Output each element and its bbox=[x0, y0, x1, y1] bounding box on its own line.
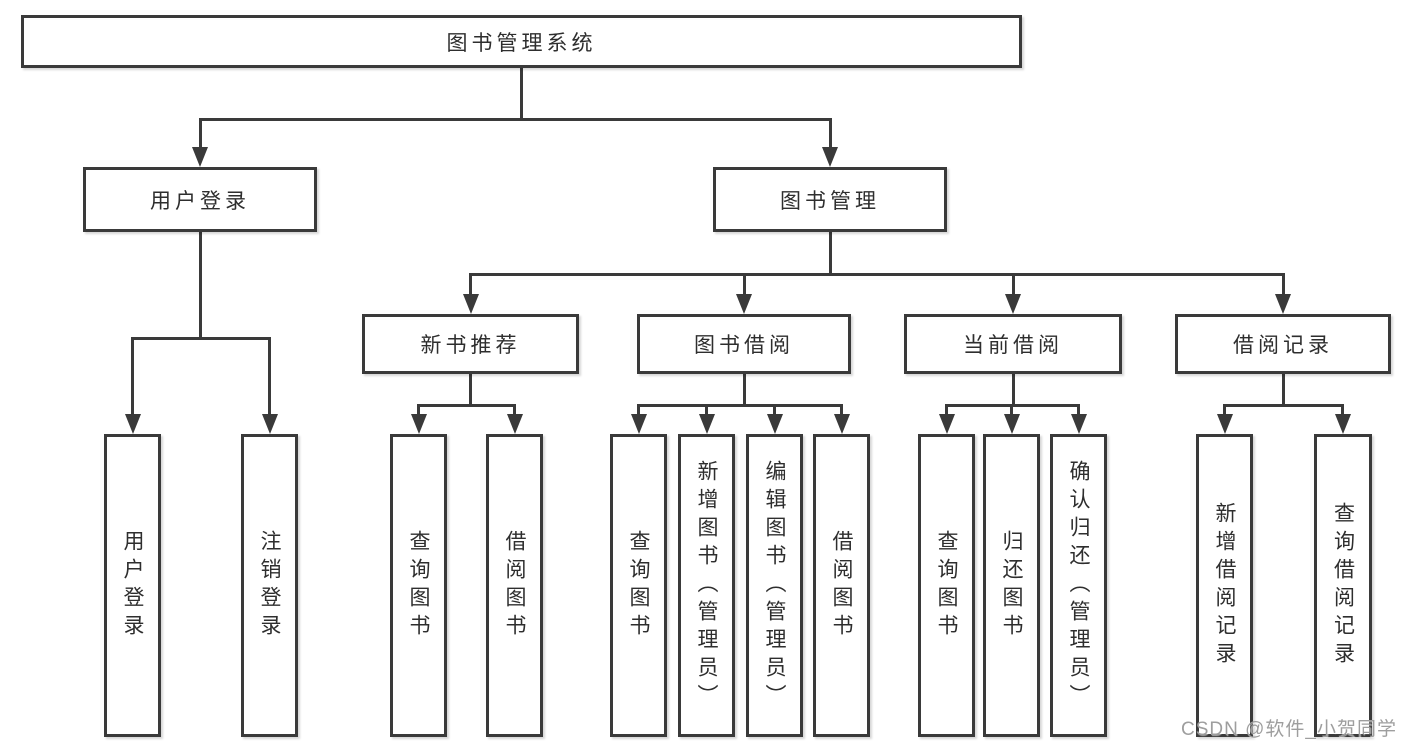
connector-book-borrow-stem bbox=[743, 374, 746, 406]
connector-drop-user-login bbox=[199, 118, 202, 150]
connector-drop-leaf bbox=[1077, 404, 1080, 418]
node-label: 图书管理 bbox=[780, 189, 880, 213]
arrow-down-icon bbox=[192, 147, 208, 167]
leaf-label: 借阅图书 bbox=[503, 529, 526, 642]
leaf-query-books: 查询图书 bbox=[918, 434, 975, 737]
leaf-confirm-return-admin: 确认归还（管理员） bbox=[1050, 434, 1107, 737]
connector-borrow-records-stem bbox=[1282, 374, 1285, 406]
leaf-label: 新增借阅记录 bbox=[1213, 501, 1236, 670]
leaf-label: 注销登录 bbox=[258, 529, 281, 642]
connector-borrow-records-bus bbox=[1223, 404, 1344, 407]
connector-drop-leaf bbox=[268, 337, 271, 416]
leaf-add-borrow-record: 新增借阅记录 bbox=[1196, 434, 1253, 737]
arrow-down-icon bbox=[822, 147, 838, 167]
leaf-borrow-books: 借阅图书 bbox=[486, 434, 543, 737]
node-label: 新书推荐 bbox=[420, 334, 521, 357]
arrow-down-icon bbox=[699, 414, 715, 434]
leaf-logout: 注销登录 bbox=[241, 434, 298, 737]
arrow-down-icon bbox=[1275, 294, 1291, 314]
leaf-query-books: 查询图书 bbox=[390, 434, 447, 737]
connector-drop-leaf bbox=[1341, 404, 1344, 418]
leaf-query-books: 查询图书 bbox=[610, 434, 667, 737]
connector-drop-leaf bbox=[1223, 404, 1226, 418]
connector-user-login-stem bbox=[199, 232, 202, 338]
leaf-label: 新增图书（管理员） bbox=[695, 459, 718, 712]
arrow-down-icon bbox=[1005, 294, 1021, 314]
leaf-label: 查询图书 bbox=[407, 529, 430, 642]
connector-book-borrow-bus bbox=[637, 404, 843, 407]
connector-level2-bus bbox=[199, 118, 832, 121]
connector-drop-leaf bbox=[840, 404, 843, 418]
connector-drop-book-management bbox=[829, 118, 832, 150]
leaf-user-login: 用户登录 bbox=[104, 434, 161, 737]
connector-drop-leaf bbox=[637, 404, 640, 418]
leaf-query-borrow-record: 查询借阅记录 bbox=[1314, 434, 1372, 737]
leaf-label: 用户登录 bbox=[121, 529, 144, 642]
arrow-down-icon bbox=[736, 294, 752, 314]
node-label: 用户登录 bbox=[150, 189, 250, 213]
node-label: 图书借阅 bbox=[694, 334, 794, 357]
connector-current-borrow-stem bbox=[1012, 374, 1015, 406]
node-root-label: 图书管理系统 bbox=[446, 31, 597, 55]
arrow-down-icon bbox=[507, 414, 523, 434]
arrow-down-icon bbox=[411, 414, 427, 434]
leaf-label: 借阅图书 bbox=[830, 529, 853, 642]
arrow-down-icon bbox=[1217, 414, 1233, 434]
node-new-books: 新书推荐 bbox=[362, 314, 579, 374]
arrow-down-icon bbox=[834, 414, 850, 434]
leaf-label: 查询图书 bbox=[935, 529, 958, 642]
connector-drop-level3 bbox=[1012, 273, 1015, 296]
connector-drop-level3 bbox=[469, 273, 472, 296]
connector-drop-level3 bbox=[743, 273, 746, 296]
connector-new-books-stem bbox=[469, 374, 472, 406]
connector-drop-level3 bbox=[1282, 273, 1285, 296]
arrow-down-icon bbox=[939, 414, 955, 434]
leaf-edit-books-admin: 编辑图书（管理员） bbox=[746, 434, 803, 737]
connector-drop-leaf bbox=[945, 404, 948, 418]
arrow-down-icon bbox=[125, 414, 141, 434]
node-borrow-records: 借阅记录 bbox=[1175, 314, 1391, 374]
arrow-down-icon bbox=[262, 414, 278, 434]
leaf-label: 查询借阅记录 bbox=[1331, 501, 1355, 670]
node-root: 图书管理系统 bbox=[21, 15, 1022, 68]
leaf-label: 归还图书 bbox=[1000, 529, 1023, 642]
leaf-label: 确认归还（管理员） bbox=[1067, 459, 1090, 712]
connector-drop-leaf bbox=[131, 337, 134, 416]
connector-new-books-bus bbox=[417, 404, 516, 407]
leaf-label: 编辑图书（管理员） bbox=[763, 459, 786, 712]
arrow-down-icon bbox=[1071, 414, 1087, 434]
leaf-return-books: 归还图书 bbox=[983, 434, 1040, 737]
connector-drop-leaf bbox=[705, 404, 708, 418]
leaf-borrow-books: 借阅图书 bbox=[813, 434, 870, 737]
node-label: 当前借阅 bbox=[963, 334, 1063, 357]
node-book-borrow: 图书借阅 bbox=[637, 314, 851, 374]
connector-drop-leaf bbox=[417, 404, 420, 418]
connector-user-login-bus bbox=[131, 337, 271, 340]
arrow-down-icon bbox=[767, 414, 783, 434]
connector-level3-bus bbox=[469, 273, 1285, 276]
node-book-management: 图书管理 bbox=[713, 167, 947, 232]
arrow-down-icon bbox=[463, 294, 479, 314]
leaf-label: 查询图书 bbox=[627, 529, 650, 642]
node-user-login: 用户登录 bbox=[83, 167, 317, 232]
connector-book-management-stem bbox=[829, 232, 832, 275]
node-current-borrow: 当前借阅 bbox=[904, 314, 1122, 374]
arrow-down-icon bbox=[631, 414, 647, 434]
connector-drop-leaf bbox=[513, 404, 516, 418]
connector-root-stem bbox=[520, 66, 523, 120]
node-label: 借阅记录 bbox=[1233, 334, 1333, 357]
connector-drop-leaf bbox=[1010, 404, 1013, 418]
arrow-down-icon bbox=[1335, 414, 1351, 434]
leaf-add-books-admin: 新增图书（管理员） bbox=[678, 434, 735, 737]
csdn-watermark: CSDN @软件_小贺同学 bbox=[1181, 719, 1397, 740]
connector-drop-leaf bbox=[773, 404, 776, 418]
arrow-down-icon bbox=[1004, 414, 1020, 434]
